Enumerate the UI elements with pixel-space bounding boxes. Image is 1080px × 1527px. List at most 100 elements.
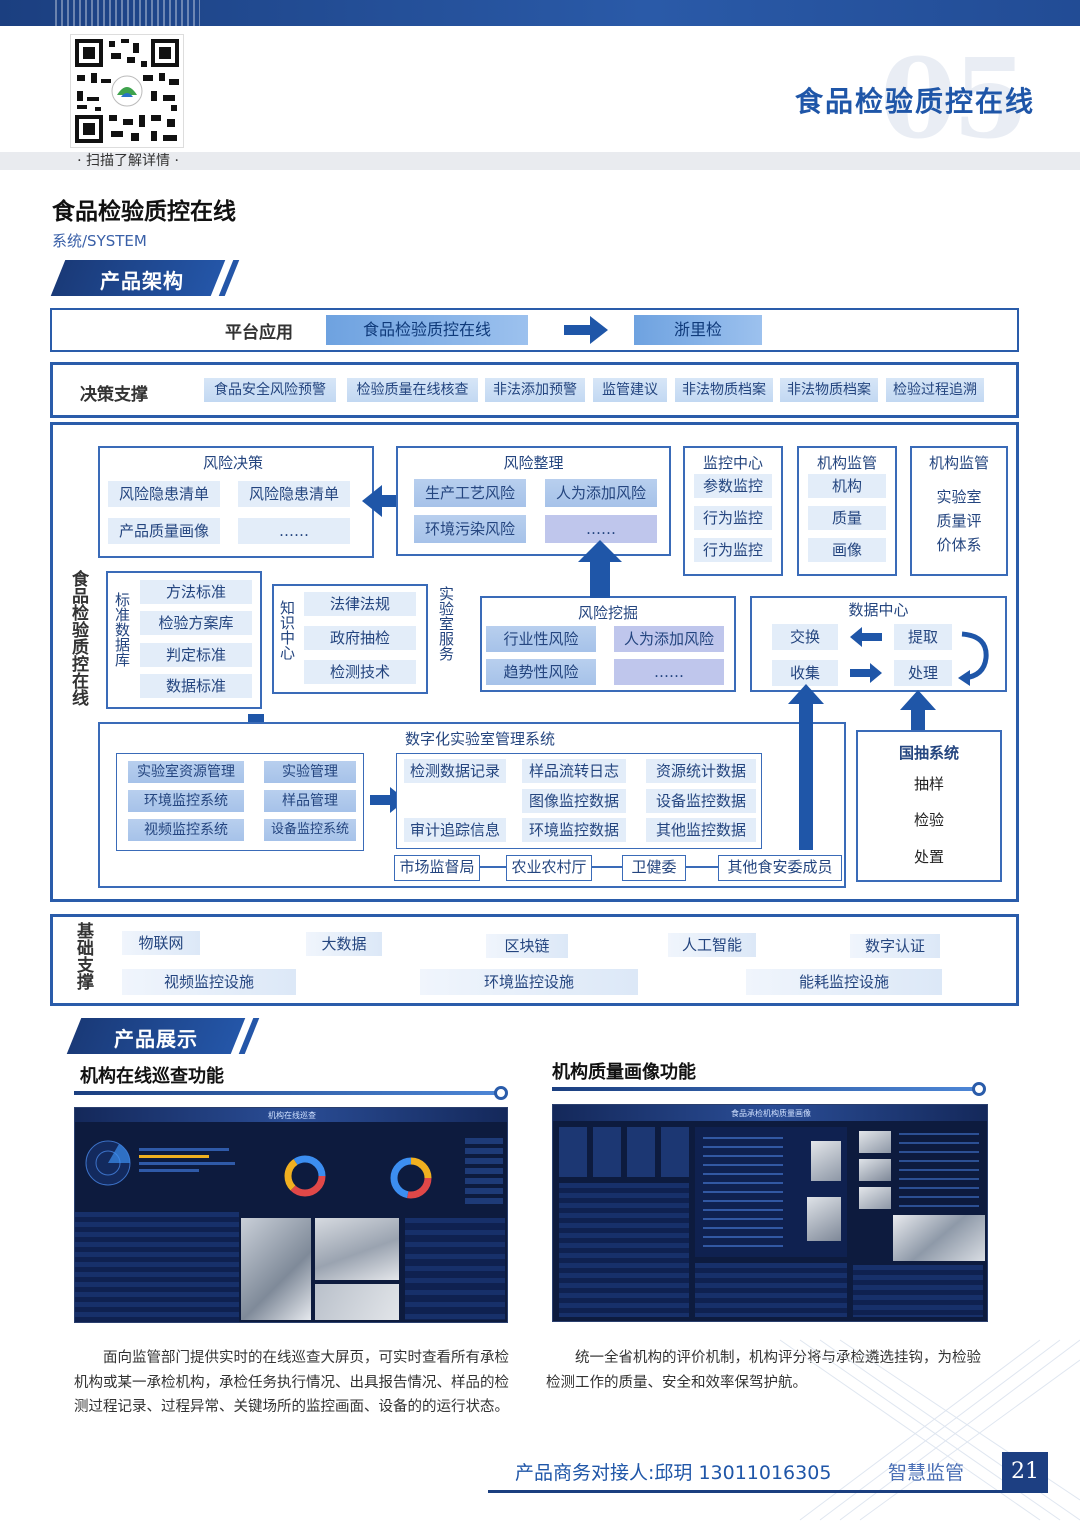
standard-db-item[interactable]: 数据标准 [140,674,252,698]
screen-log-list [405,1218,505,1320]
foundation-item[interactable]: 视频监控设施 [122,969,296,995]
monitor-center-item[interactable]: 参数监控 [694,474,772,498]
screen-photo-list [853,1127,983,1217]
standard-db-item[interactable]: 检验方案库 [140,611,252,635]
screen-donut-2 [390,1157,432,1199]
digital-lab-left-item[interactable]: 样品管理 [264,790,356,812]
footer-line [488,1490,1048,1493]
page-subtitle: 系统/SYSTEM [52,232,147,250]
digital-lab-left-item[interactable]: 视频监控系统 [128,819,244,841]
risk-decision-item[interactable]: 风险隐患清单 [238,481,350,507]
decision-item[interactable]: 检验过程追溯 [886,378,984,402]
risk-sort-item[interactable]: 人为添加风险 [545,479,657,507]
digital-lab-right-item[interactable]: 其他监控数据 [646,818,756,842]
data-center-item[interactable]: 收集 [772,660,838,686]
risk-decision-item[interactable]: 风险隐患清单 [108,481,220,507]
data-center-item[interactable]: 处理 [894,660,952,686]
platform-label: 平台应用 [225,323,293,343]
foundation-item[interactable]: 人工智能 [668,933,756,957]
foundation-item[interactable]: 能耗监控设施 [746,969,942,995]
showcase-right-title: 机构质量画像功能 [552,1062,696,1083]
decision-item[interactable]: 非法添加预警 [485,378,585,402]
risk-sort-item[interactable]: 生产工艺风险 [414,479,526,507]
foundation-item[interactable]: 数字认证 [850,934,940,958]
agency-item[interactable]: 农业农村厅 [506,855,592,881]
screen-camera-3 [315,1284,399,1320]
lab-service-label: 实验室服务 [437,586,455,661]
agency-item[interactable]: 卫健委 [622,855,686,881]
data-center-item[interactable]: 提取 [894,624,952,650]
digital-lab-right-item[interactable]: 图像监控数据 [522,789,626,813]
digital-lab-right-item[interactable]: 环境监控数据 [522,818,626,842]
standard-db-item[interactable]: 方法标准 [140,580,252,604]
background-x-pattern [779,1339,1080,1521]
risk-mining-item[interactable]: 趋势性风险 [486,659,596,685]
org-supervise-item[interactable]: 质量 [808,506,886,530]
platform-arrow [564,316,608,344]
screenshot-online-inspection[interactable]: 机构在线巡查 [74,1107,508,1323]
decision-item[interactable]: 非法物质档案 [780,378,878,402]
section-tag-showcase: 产品展示 [66,1018,266,1054]
monitor-center-item[interactable]: 行为监控 [694,506,772,530]
foundation-item[interactable]: 区块链 [486,934,568,958]
agency-item[interactable]: 其他食安委成员 [718,855,842,881]
monitor-center-item[interactable]: 行为监控 [694,538,772,562]
decision-item[interactable]: 监管建议 [593,378,667,402]
arrow-right-collect [850,663,882,683]
top-bar [0,0,1080,26]
core-side-label: 食品检验质控在线 [68,570,88,706]
risk-decision-title: 风险决策 [202,454,263,472]
platform-app-zlj[interactable]: 浙里检 [634,315,762,345]
risk-sort-item[interactable]: …… [545,515,657,543]
section-tag-label: 产品架构 [100,269,184,293]
standard-db-item[interactable]: 判定标准 [140,643,252,667]
risk-mining-title: 风险挖掘 [577,604,638,622]
risk-decision-item[interactable]: …… [238,518,350,544]
page-title: 食品检验质控在线 [52,199,236,225]
digital-lab-right-item[interactable]: 检测数据记录 [404,759,506,783]
risk-mining-item[interactable]: …… [614,659,724,685]
knowledge-item[interactable]: 法律法规 [304,592,416,616]
risk-sort-item[interactable]: 环境污染风险 [414,515,526,543]
screen-camera [893,1215,985,1261]
risk-mining-item[interactable]: 行业性风险 [486,626,596,652]
platform-app-main[interactable]: 食品检验质控在线 [326,315,528,345]
screen-camera-2 [315,1218,399,1280]
digital-lab-right-item[interactable]: 样品流转日志 [522,759,626,783]
decision-item[interactable]: 非法物质档案 [675,378,773,402]
screen-kpi [559,1127,689,1177]
qr-code[interactable] [70,34,184,148]
org-supervise-item[interactable]: 画像 [808,538,886,562]
foundation-item[interactable]: 物联网 [122,931,200,955]
platform-row [50,308,1019,352]
foundation-item[interactable]: 大数据 [306,932,382,956]
header-title: 食品检验质控在线 [794,85,1035,118]
screenshot-quality-portrait[interactable]: 食品承检机构质量画像 [552,1104,988,1322]
org-supervise-item-2: 实验室 [936,488,982,506]
knowledge-item[interactable]: 检测技术 [304,660,416,684]
digital-lab-left-item[interactable]: 设备监控系统 [264,819,356,841]
risk-sort-title: 风险整理 [503,454,564,472]
digital-lab-right-item[interactable]: 设备监控数据 [646,789,756,813]
decision-item[interactable]: 食品安全风险预警 [204,378,336,402]
screen-radar [85,1140,131,1186]
foundation-item[interactable]: 环境监控设施 [420,969,638,995]
org-supervise-item[interactable]: 机构 [808,474,886,498]
decision-item[interactable]: 检验质量在线核查 [347,378,478,402]
digital-lab-left-item[interactable]: 环境监控系统 [128,790,244,812]
digital-lab-right-item[interactable]: 资源统计数据 [646,759,756,783]
national-system-title: 国抽系统 [898,744,959,762]
digital-lab-left-item[interactable]: 实验室资源管理 [128,761,244,783]
arrow-left-sort [362,485,408,517]
agency-item[interactable]: 市场监督局 [394,855,480,881]
screen-header [553,1105,987,1121]
digital-lab-right-item[interactable]: 审计追踪信息 [404,818,506,842]
arrow-cycle [958,631,989,686]
digital-lab-left-item[interactable]: 实验管理 [264,761,356,783]
knowledge-item[interactable]: 政府抽检 [304,626,416,650]
risk-mining-item[interactable]: 人为添加风险 [614,626,724,652]
risk-decision-item[interactable]: 产品质量画像 [108,518,220,544]
screen-title: 机构在线巡查 [268,1111,316,1120]
arrow-left-exchange [850,627,882,647]
data-center-item[interactable]: 交换 [772,624,838,650]
